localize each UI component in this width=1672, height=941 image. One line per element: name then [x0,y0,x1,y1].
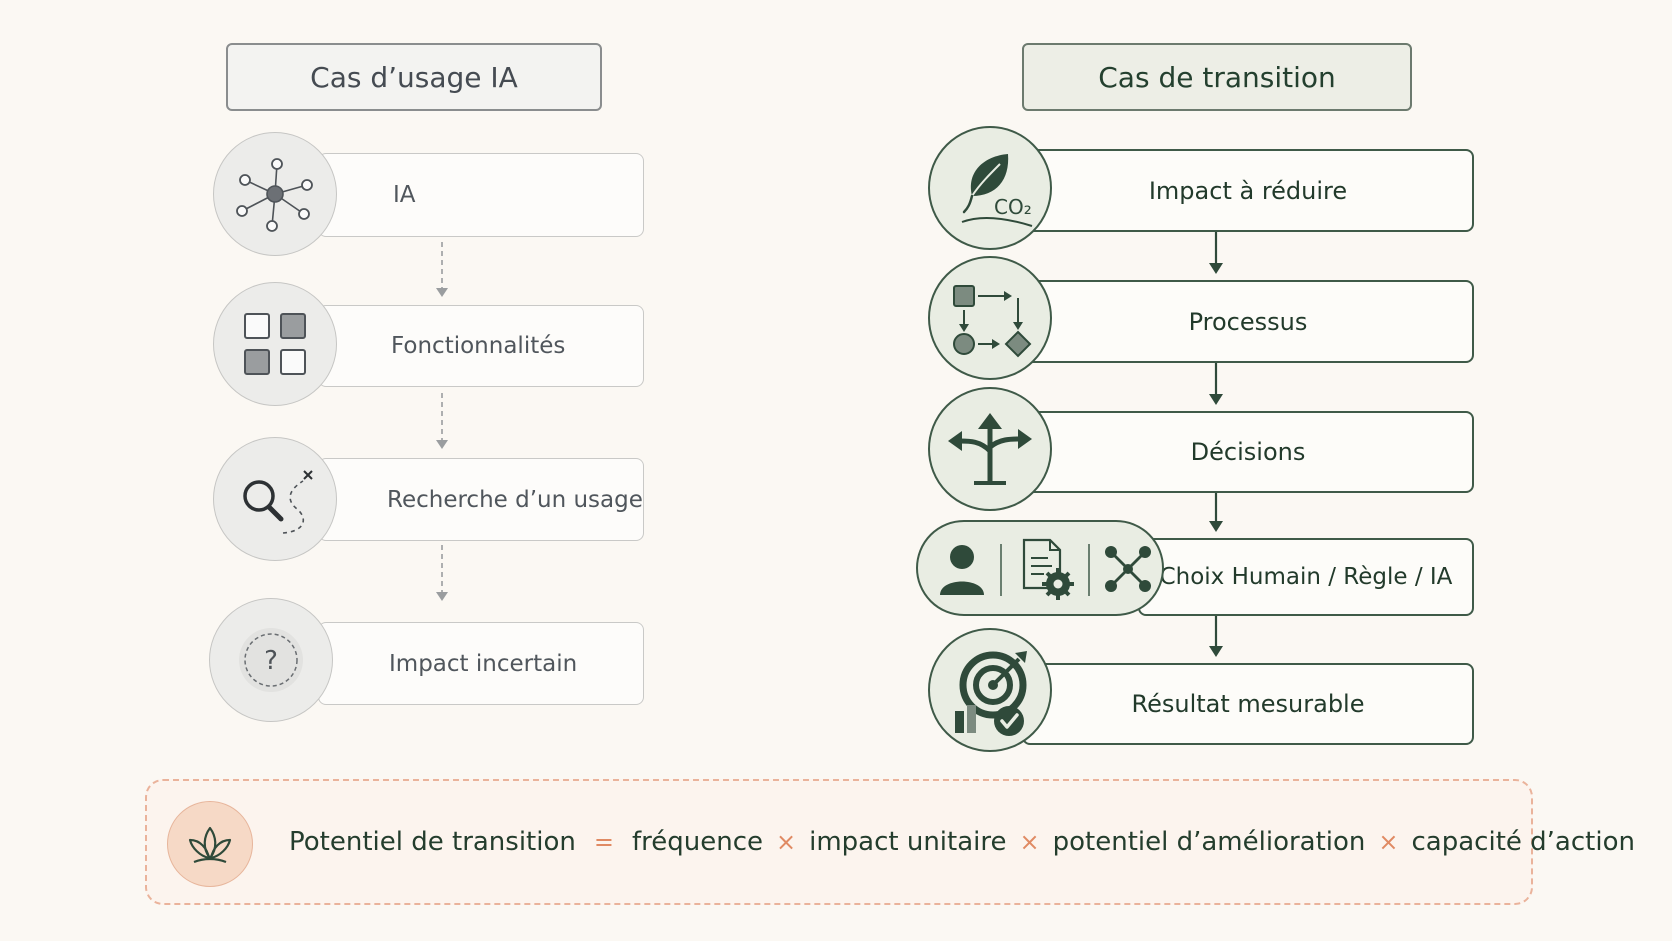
choice-icons-pill [916,520,1164,616]
left-step-label: Impact incertain [389,650,578,677]
right-step-label: Choix Humain / Règle / IA [1159,564,1453,590]
multiply-sign: × [1378,828,1399,856]
grid-icon [213,282,337,406]
sprout-icon [167,801,253,887]
left-step-label: Recherche d’un usage [387,486,643,513]
network-icon [213,132,337,256]
formula-line: Potentiel de transition = fréquence × im… [289,781,1635,903]
person-icon [940,545,984,595]
process-flow-icon [928,256,1052,380]
left-step-label: Fonctionnalités [391,333,566,359]
ai-network-icon [1105,546,1151,592]
formula-lhs: Potentiel de transition [289,827,576,857]
right-step-card: Résultat mesurable [1022,663,1474,745]
formula-box: Potentiel de transition = fréquence × im… [145,779,1635,905]
target-check-icon [928,628,1052,752]
left-step-card: Recherche d’un usage [318,458,644,541]
left-connectors [436,242,448,601]
leaf-co2-icon: CO₂ [928,126,1052,250]
question-icon: ? [209,598,333,722]
multiply-sign: × [1019,828,1040,856]
left-step-card: Impact incertain [318,622,644,705]
formula-term: potentiel d’amélioration [1052,827,1366,857]
right-step-card: Choix Humain / Règle / IA [1138,538,1474,616]
right-step-card: Décisions [1022,411,1474,493]
right-step-label: Impact à réduire [1148,176,1348,205]
right-step-card: Impact à réduire [1022,149,1474,232]
search-path-icon [213,437,337,561]
left-step-label: IA [393,182,416,208]
left-step-card: Fonctionnalités [318,305,644,387]
formula-term: capacité d’action [1411,827,1635,857]
equals-sign: = [593,828,614,856]
multiply-sign: × [776,828,797,856]
right-step-label: Résultat mesurable [1131,690,1365,718]
left-step-card: IA [318,153,644,237]
right-column-header: Cas de transition [1022,43,1412,111]
right-step-label: Processus [1188,307,1308,336]
signpost-icon [928,387,1052,511]
left-column-header: Cas d’usage IA [226,43,602,111]
formula-term: fréquence [631,827,763,857]
right-connectors [1209,232,1223,657]
formula-term: impact unitaire [809,827,1007,857]
right-step-label: Décisions [1190,438,1306,466]
document-gear-icon [1022,538,1074,600]
co2-text: CO₂ [994,195,1032,219]
right-step-card: Processus [1022,280,1474,363]
svg-text:?: ? [264,646,278,676]
